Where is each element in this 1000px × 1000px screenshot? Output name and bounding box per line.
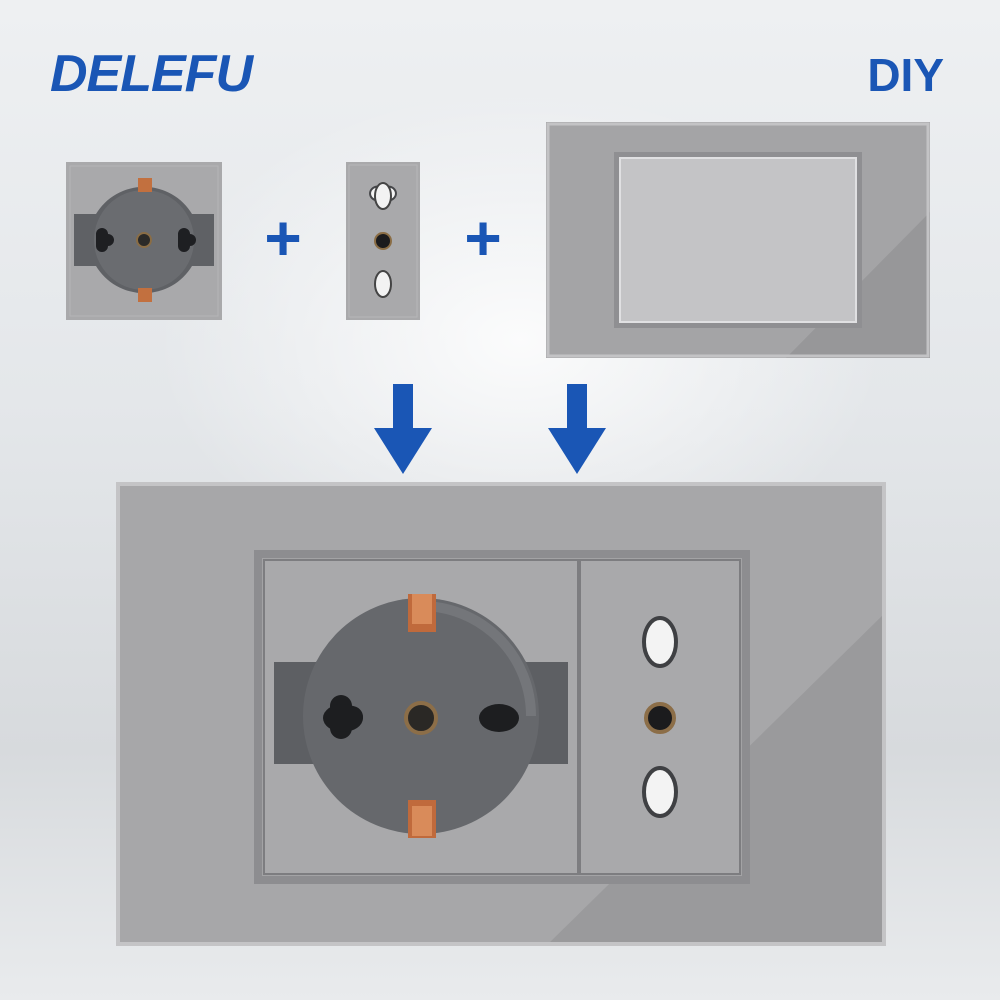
diy-label: DIY xyxy=(867,49,944,101)
down-arrow-icon xyxy=(374,384,432,474)
schuko-socket-module xyxy=(66,162,222,320)
glass-frame-panel xyxy=(546,122,930,358)
brand-logo: DELEFU xyxy=(50,45,253,103)
assembled-wall-socket-panel xyxy=(116,482,886,946)
plus-sign-1: + xyxy=(264,202,302,274)
plus-sign-2: + xyxy=(464,202,502,274)
italian-socket-module xyxy=(346,162,420,320)
down-arrow-icon xyxy=(548,384,606,474)
